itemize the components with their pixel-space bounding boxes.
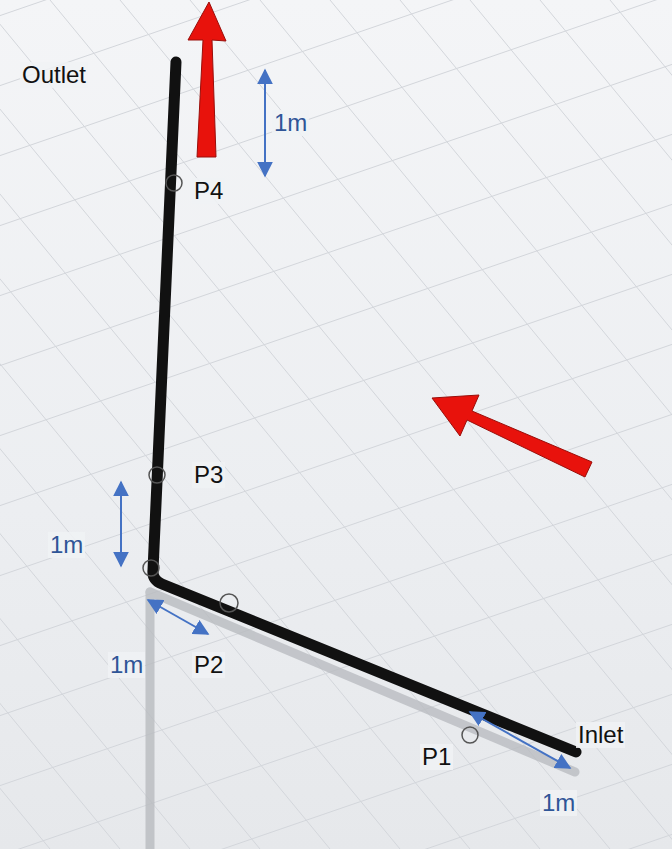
grid-line [0, 520, 672, 820]
dimension-label: 1m [540, 790, 577, 816]
grid-line [0, 310, 672, 610]
dimension-label: 1m [48, 532, 85, 558]
grid-line [0, 0, 400, 849]
grid-line [400, 0, 672, 849]
grid-line [0, 0, 120, 849]
grid-line [0, 450, 672, 750]
pipe [153, 62, 576, 752]
grid-line [0, 100, 672, 400]
dimension-label: 1m [108, 652, 145, 678]
dimension-arrow [121, 70, 570, 768]
flow-arrow [188, 2, 226, 157]
probe-label: P4 [192, 178, 225, 204]
grid-line [0, 240, 672, 540]
flow-arrow [432, 395, 592, 477]
grid-line [0, 0, 672, 50]
dimension-label: 1m [272, 110, 309, 136]
port-label: Inlet [576, 722, 625, 748]
probe-label: P1 [420, 744, 453, 770]
grid-line [0, 0, 610, 849]
grid-line [0, 0, 260, 849]
probe-label: P2 [192, 652, 225, 678]
grid-line [0, 0, 672, 190]
grid-line [50, 0, 672, 849]
grid-line [0, 0, 672, 260]
grid-line [190, 0, 672, 849]
grid-line [0, 170, 672, 470]
probe-point [143, 175, 478, 743]
grid-line [0, 0, 50, 849]
grid-line [0, 0, 672, 120]
grid-line [0, 30, 672, 330]
port-label: Outlet [20, 62, 88, 88]
grid-line [540, 0, 672, 849]
grid-line [120, 0, 672, 849]
grid-line [0, 380, 672, 680]
probe-label: P3 [192, 462, 225, 488]
